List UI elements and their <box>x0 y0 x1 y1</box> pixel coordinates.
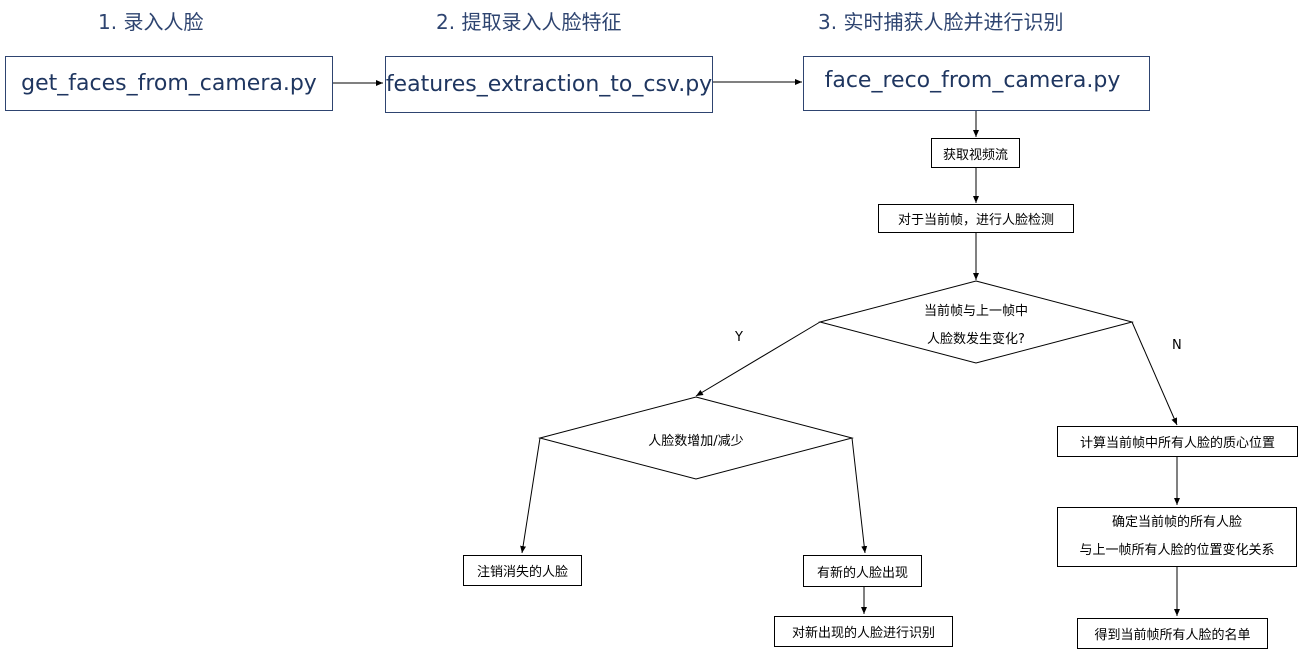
remove-faces-box: 注销消失的人脸 <box>463 555 582 586</box>
features-script-label: features_extraction_to_csv.py <box>385 72 713 97</box>
detect-box: 对于当前帧，进行人脸检测 <box>878 204 1074 233</box>
centroid-label: 计算当前帧中所有人脸的质心位置 <box>1079 436 1275 451</box>
get-video-label: 获取视频流 <box>942 147 1008 163</box>
recognize-new-label: 对新出现的人脸进行识别 <box>791 626 935 641</box>
relation-box: 确定当前帧的所有人脸 与上一帧所有人脸的位置变化关系 <box>1057 507 1297 567</box>
face-reco-script-box: face_reco_from_camera.py <box>803 56 1150 111</box>
remove-faces-label: 注销消失的人脸 <box>476 565 568 580</box>
face-reco-script-label: face_reco_from_camera.py <box>824 68 1121 93</box>
no-label: N <box>1172 338 1182 353</box>
decision2-label: 人脸数增加/减少 <box>648 434 744 449</box>
arrow-to-new <box>851 437 868 554</box>
arrow-to-remove <box>520 437 541 554</box>
get-faces-script-box: get_faces_from_camera.py <box>5 56 333 111</box>
names-label: 得到当前帧所有人脸的名单 <box>1094 628 1251 643</box>
arrow-no-branch <box>1131 321 1178 426</box>
step3-title: 3. 实时捕获人脸并进行识别 <box>818 10 1064 34</box>
step1-title: 1. 录入人脸 <box>98 10 204 34</box>
new-faces-label: 有新的人脸出现 <box>816 565 908 581</box>
centroid-box: 计算当前帧中所有人脸的质心位置 <box>1057 426 1298 457</box>
new-faces-box: 有新的人脸出现 <box>803 555 922 587</box>
features-script-box: features_extraction_to_csv.py <box>385 56 713 113</box>
decision1-line1: 当前帧与上一帧中 <box>923 304 1028 319</box>
recognize-new-box: 对新出现的人脸进行识别 <box>774 616 953 647</box>
get-video-box: 获取视频流 <box>931 138 1020 168</box>
decision2-diamond <box>538 396 854 480</box>
names-box: 得到当前帧所有人脸的名单 <box>1077 618 1268 649</box>
step2-title: 2. 提取录入人脸特征 <box>436 10 622 34</box>
decision1-diamond <box>818 280 1134 364</box>
get-faces-script-label: get_faces_from_camera.py <box>21 71 317 96</box>
detect-label: 对于当前帧，进行人脸检测 <box>897 213 1054 228</box>
relation-line2: 与上一帧所有人脸的位置变化关系 <box>1079 543 1275 558</box>
relation-line1: 确定当前帧的所有人脸 <box>1111 515 1242 530</box>
decision1-line2: 人脸数发生变化? <box>927 332 1025 347</box>
arrow-yes-branch <box>695 321 821 397</box>
yes-label: Y <box>735 330 743 345</box>
